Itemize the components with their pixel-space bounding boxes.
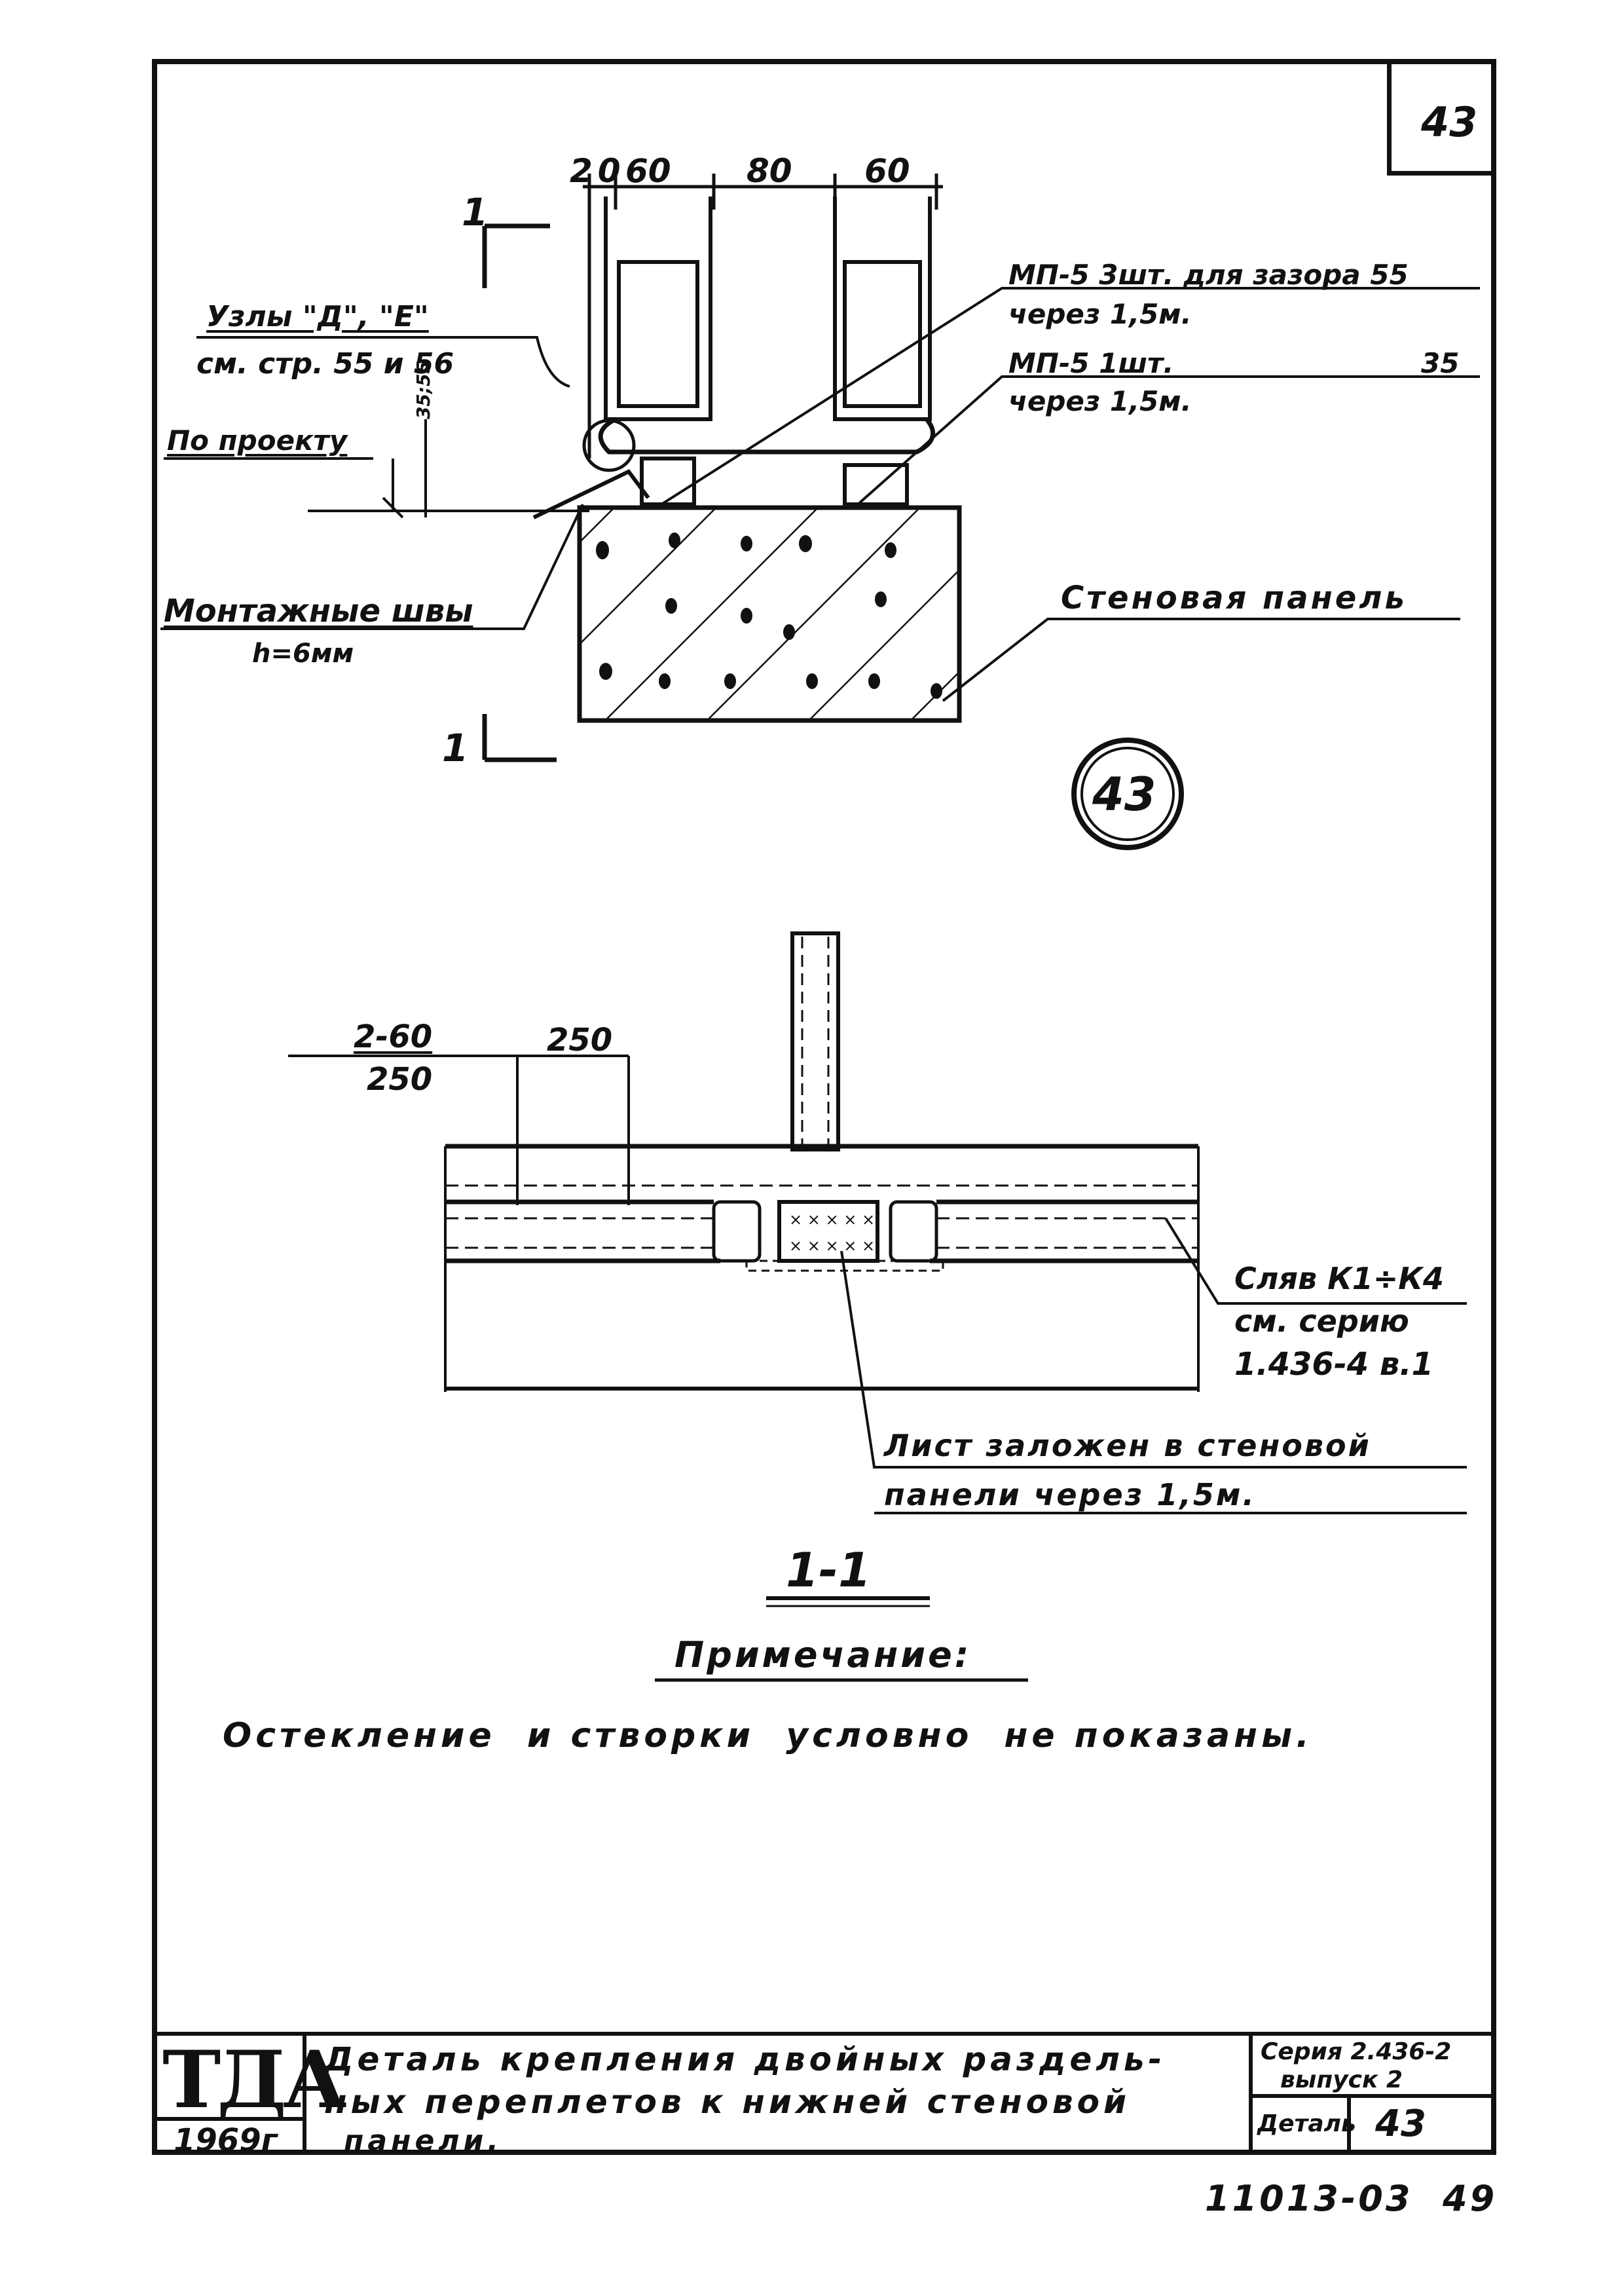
section-marker-bottom bbox=[482, 714, 557, 762]
dim-20: 20 bbox=[570, 152, 626, 190]
issue-label: выпуск 2 bbox=[1280, 2067, 1403, 2093]
title-block-lines bbox=[152, 2032, 1496, 2155]
bars-note-2: см. серию bbox=[1234, 1303, 1409, 1339]
frame-right bbox=[833, 196, 932, 421]
detail-value: 43 bbox=[1375, 2103, 1426, 2145]
wall-panel-label: Стеновая панель bbox=[1061, 580, 1407, 616]
profile-connector bbox=[598, 417, 935, 455]
dim-60-left: 60 bbox=[625, 152, 671, 190]
dim-2-60: 2-60 bbox=[354, 1019, 433, 1055]
vertical-post bbox=[790, 931, 840, 1151]
note-text: Остекление и створки условно не показаны… bbox=[223, 1716, 1313, 1755]
detail-circle-number: 43 bbox=[1092, 768, 1156, 821]
side-dimension: 35;55 bbox=[413, 360, 434, 419]
mp5-note-2: через 1,5м. bbox=[1008, 298, 1192, 330]
detail-circle bbox=[1071, 738, 1184, 850]
section-leaders bbox=[840, 1217, 1467, 1514]
svg-text:× × × × ×: × × × × × bbox=[789, 1210, 875, 1229]
title-line-1: Деталь крепления двойных раздель- bbox=[324, 2040, 1166, 2078]
bars-note-3: 1.436-4 в.1 bbox=[1234, 1346, 1433, 1383]
svg-text:× × × × ×: × × × × × bbox=[789, 1237, 875, 1255]
dim-250-left: 250 bbox=[367, 1061, 433, 1098]
mp5b-note-1: МП-5 1шт. bbox=[1008, 347, 1174, 379]
dim-60-right: 60 bbox=[864, 152, 910, 190]
nodes-note-2: см. стр. 55 и 56 bbox=[196, 347, 454, 381]
page-number: 43 bbox=[1421, 98, 1478, 146]
pad-left bbox=[640, 457, 696, 506]
section-marker-top bbox=[482, 223, 550, 288]
plan-leaders bbox=[160, 287, 1480, 702]
by-project-label: По проекту bbox=[167, 424, 348, 457]
weld-note-2: h=6мм bbox=[252, 639, 354, 669]
drawing-frame bbox=[152, 59, 1496, 2155]
wall-panel bbox=[577, 505, 962, 723]
dim-250-right: 250 bbox=[547, 1022, 613, 1058]
page-number-box bbox=[1387, 59, 1496, 176]
title-line-3: панели. bbox=[344, 2124, 503, 2158]
series-label: Серия 2.436-2 bbox=[1261, 2038, 1452, 2065]
year-label: 1969г bbox=[174, 2122, 278, 2159]
section-mark-top: 1 bbox=[462, 190, 489, 234]
sheet-code: 11013-03 49 bbox=[1205, 2178, 1498, 2219]
detail-label: Деталь bbox=[1257, 2110, 1356, 2137]
sheet-note-2: панели через 1,5м. bbox=[884, 1477, 1256, 1512]
wall-panel-aggregate bbox=[596, 533, 942, 699]
section-slab bbox=[444, 1144, 1200, 1392]
dim-80: 80 bbox=[747, 152, 792, 190]
mp5b-note-2: через 1,5м. bbox=[1008, 385, 1192, 417]
plate-crosses: × × × × × × × × × × bbox=[789, 1210, 875, 1255]
bars-note-1: Сляв К1÷К4 bbox=[1234, 1261, 1444, 1296]
org-logo: ТДА bbox=[162, 2034, 347, 2126]
title-line-2: ных переплетов к нижней стеновой bbox=[324, 2083, 1131, 2121]
weld-circle bbox=[582, 419, 636, 472]
section-title: 1-1 bbox=[786, 1543, 872, 1598]
top-dimension bbox=[583, 174, 943, 458]
weld-note-1: Монтажные швы bbox=[164, 593, 473, 629]
note-heading: Примечание: bbox=[674, 1634, 972, 1675]
frame-left bbox=[604, 196, 712, 421]
flashing bbox=[532, 469, 650, 519]
sheet-note-1: Лист заложен в стеновой bbox=[884, 1428, 1371, 1463]
section-mark-bottom: 1 bbox=[442, 726, 469, 770]
mp5-note-1: МП-5 3шт. для зазора 55 bbox=[1008, 259, 1409, 291]
mp5b-value: 35 bbox=[1421, 347, 1460, 379]
nodes-note-1: Узлы "Д", "Е" bbox=[206, 300, 429, 333]
section-dimensions bbox=[288, 1055, 630, 1205]
pad-right bbox=[843, 463, 909, 506]
